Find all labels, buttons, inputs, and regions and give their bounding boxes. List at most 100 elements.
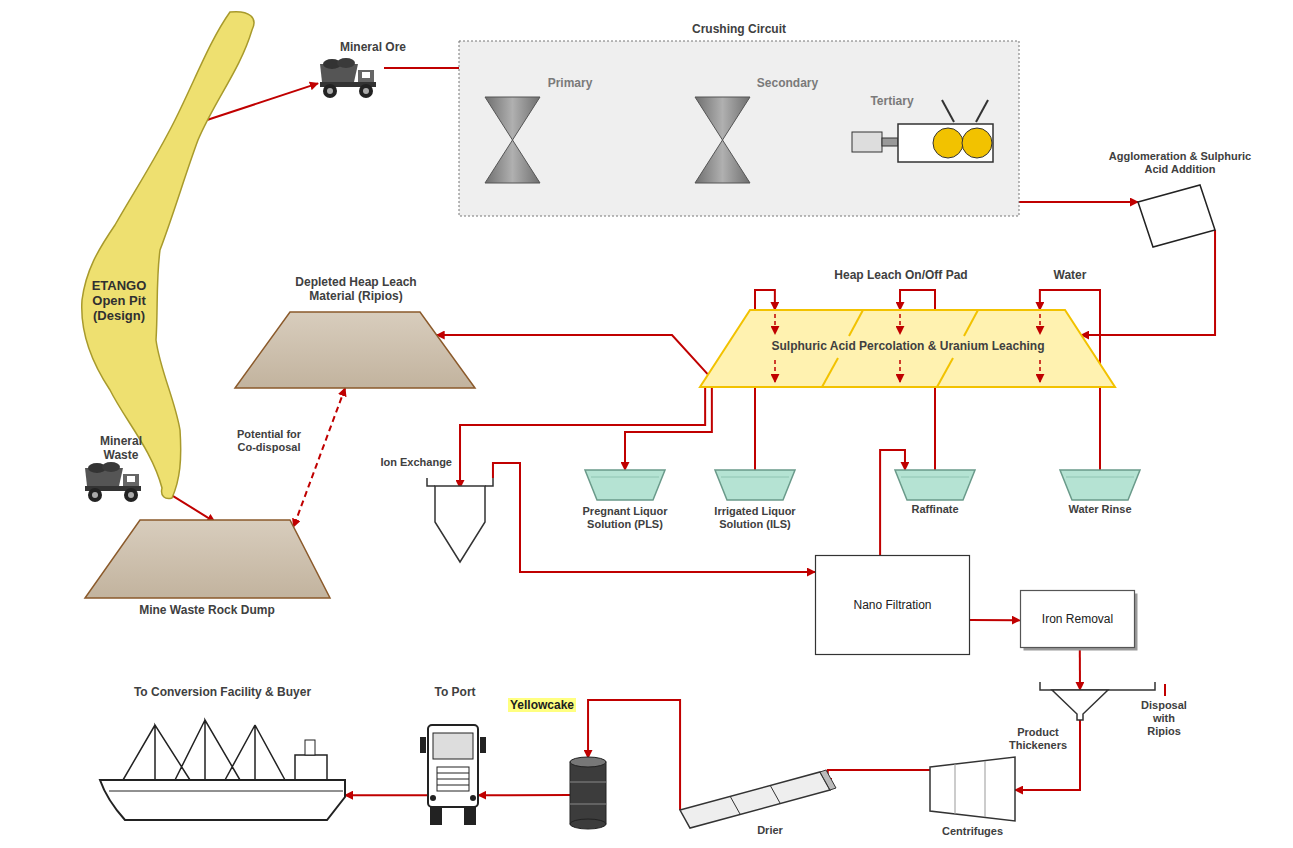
text-slot: Water Rinse [1045,503,1155,516]
iron-removal-box: Iron Removal [1020,590,1135,648]
crushing-circuit-panel-shape [458,22,1020,217]
drawing-part [852,132,882,152]
text-slot: Nano Filtration [815,555,970,655]
text-slot: To Port [415,685,495,699]
drawing-part [985,761,986,817]
box-outline [816,556,970,655]
drawing-part [124,488,138,502]
drawing-part [898,124,993,162]
flow-arrow [294,388,346,527]
drier-kiln: Drier [670,762,835,842]
drawing-part [433,733,473,759]
drawing-part [730,796,740,814]
drawing-part [680,772,830,828]
centrifuge: Centrifuges [915,755,1030,843]
ripios-heap: Depleted Heap Leach Material (Ripios) [232,275,480,390]
tertiary-crusher: Tertiary [850,88,995,168]
node-label: Pregnant Liquor Solution (PLS) [570,505,680,531]
drawing-part [323,84,337,98]
drawing-part [435,486,485,562]
text-slot: Sulphuric Acid Percolation & Uranium Lea… [743,339,1073,353]
text-slot: Potential for Co-disposal [230,428,308,455]
drawing-part [485,97,540,140]
drawing-part [128,492,134,498]
node-label: Sulphuric Acid Percolation & Uranium Lea… [743,339,1073,353]
drawing-part [295,755,327,780]
drawing-part [570,819,606,829]
drawing-part [942,100,954,122]
drawing-part [962,128,992,158]
drawing-part [102,462,120,472]
drawing-part [1066,477,1134,478]
port-truck: To Port [415,685,495,830]
text-slot: Product Thickeners [1000,726,1076,752]
drawing-part [127,476,135,482]
text-slot: Irrigated Liquor Solution (ILS) [700,505,810,531]
drawing-part [82,12,254,499]
drawing-part [964,310,978,336]
drawing-part [305,740,315,755]
drawing-part [337,58,355,68]
node-label: ETANGO Open Pit (Design) [88,278,150,323]
node-label: Depleted Heap Leach Material (Ripios) [271,275,441,303]
drawing-part [420,737,426,753]
drawing-part [430,795,436,801]
drawing-part [85,520,330,598]
open-pit: ETANGO Open Pit (Design) [80,10,255,500]
drawing-part [1052,690,1108,720]
drawing-part [1040,682,1155,690]
flow-arrow [437,335,708,375]
drawing-part [427,478,493,486]
text-slot: To Conversion Facility & Buyer [95,685,350,699]
rinse-pond: Water Rinse [1045,465,1155,525]
drawing-part [930,757,1015,821]
ils-pond: Irrigated Liquor Solution (ILS) [690,465,820,550]
drawing-part [1039,360,1041,382]
edge-label: Water [1052,268,1089,282]
text-slot: Ion Exchange [372,456,452,469]
flow-arrow [478,794,570,796]
drawing-part [100,780,345,820]
drawing-part [570,762,606,824]
text-slot: Iron Removal [1020,590,1135,648]
flow-arrow [345,794,428,796]
cargo-ship-shape [95,685,350,830]
waste-rock-dump: Mine Waste Rock Dump [82,515,332,620]
drawing-part [901,477,969,478]
text-slot: Crushing Circuit [458,22,1020,36]
annotation-label: Mineral Waste [88,434,154,462]
text-slot: Depleted Heap Leach Material (Ripios) [271,275,441,303]
drawing-part [976,100,988,122]
drawing-part [899,360,901,382]
node-label: Yellowcake [508,698,576,712]
drawing-part [123,474,139,488]
node-label: To Conversion Facility & Buyer [95,685,350,699]
drawing-part [895,470,975,500]
text-slot: Yellowcake [500,695,576,713]
drawing-part [770,785,780,803]
raffinate-pond: Raffinate [880,465,990,525]
node-label: Irrigated Liquor Solution (ILS) [700,505,810,531]
thickener: Product Thickeners [1000,676,1160,756]
flow-arrow [1081,230,1215,335]
flow-arrow [460,387,705,488]
yellowcake-drum: Yellowcake [498,690,610,830]
drawing-part [822,358,838,387]
open-pit-shape [80,10,255,500]
text-slot: Raffinate [880,503,990,516]
drawing-part [459,41,1019,216]
drawing-part [437,785,469,786]
flow-arrow [168,493,216,522]
node-label: Iron Removal [1036,612,1119,626]
node-label: Mineral Ore [318,40,428,54]
drawing-part [570,782,606,783]
drawing-part [437,773,469,774]
drawing-part [721,477,789,478]
text-slot: Mineral Ore [318,40,428,54]
drawing-part [695,97,750,140]
flow-arrow [493,463,815,572]
drawing-part [933,128,963,158]
drawing-part [570,757,606,767]
